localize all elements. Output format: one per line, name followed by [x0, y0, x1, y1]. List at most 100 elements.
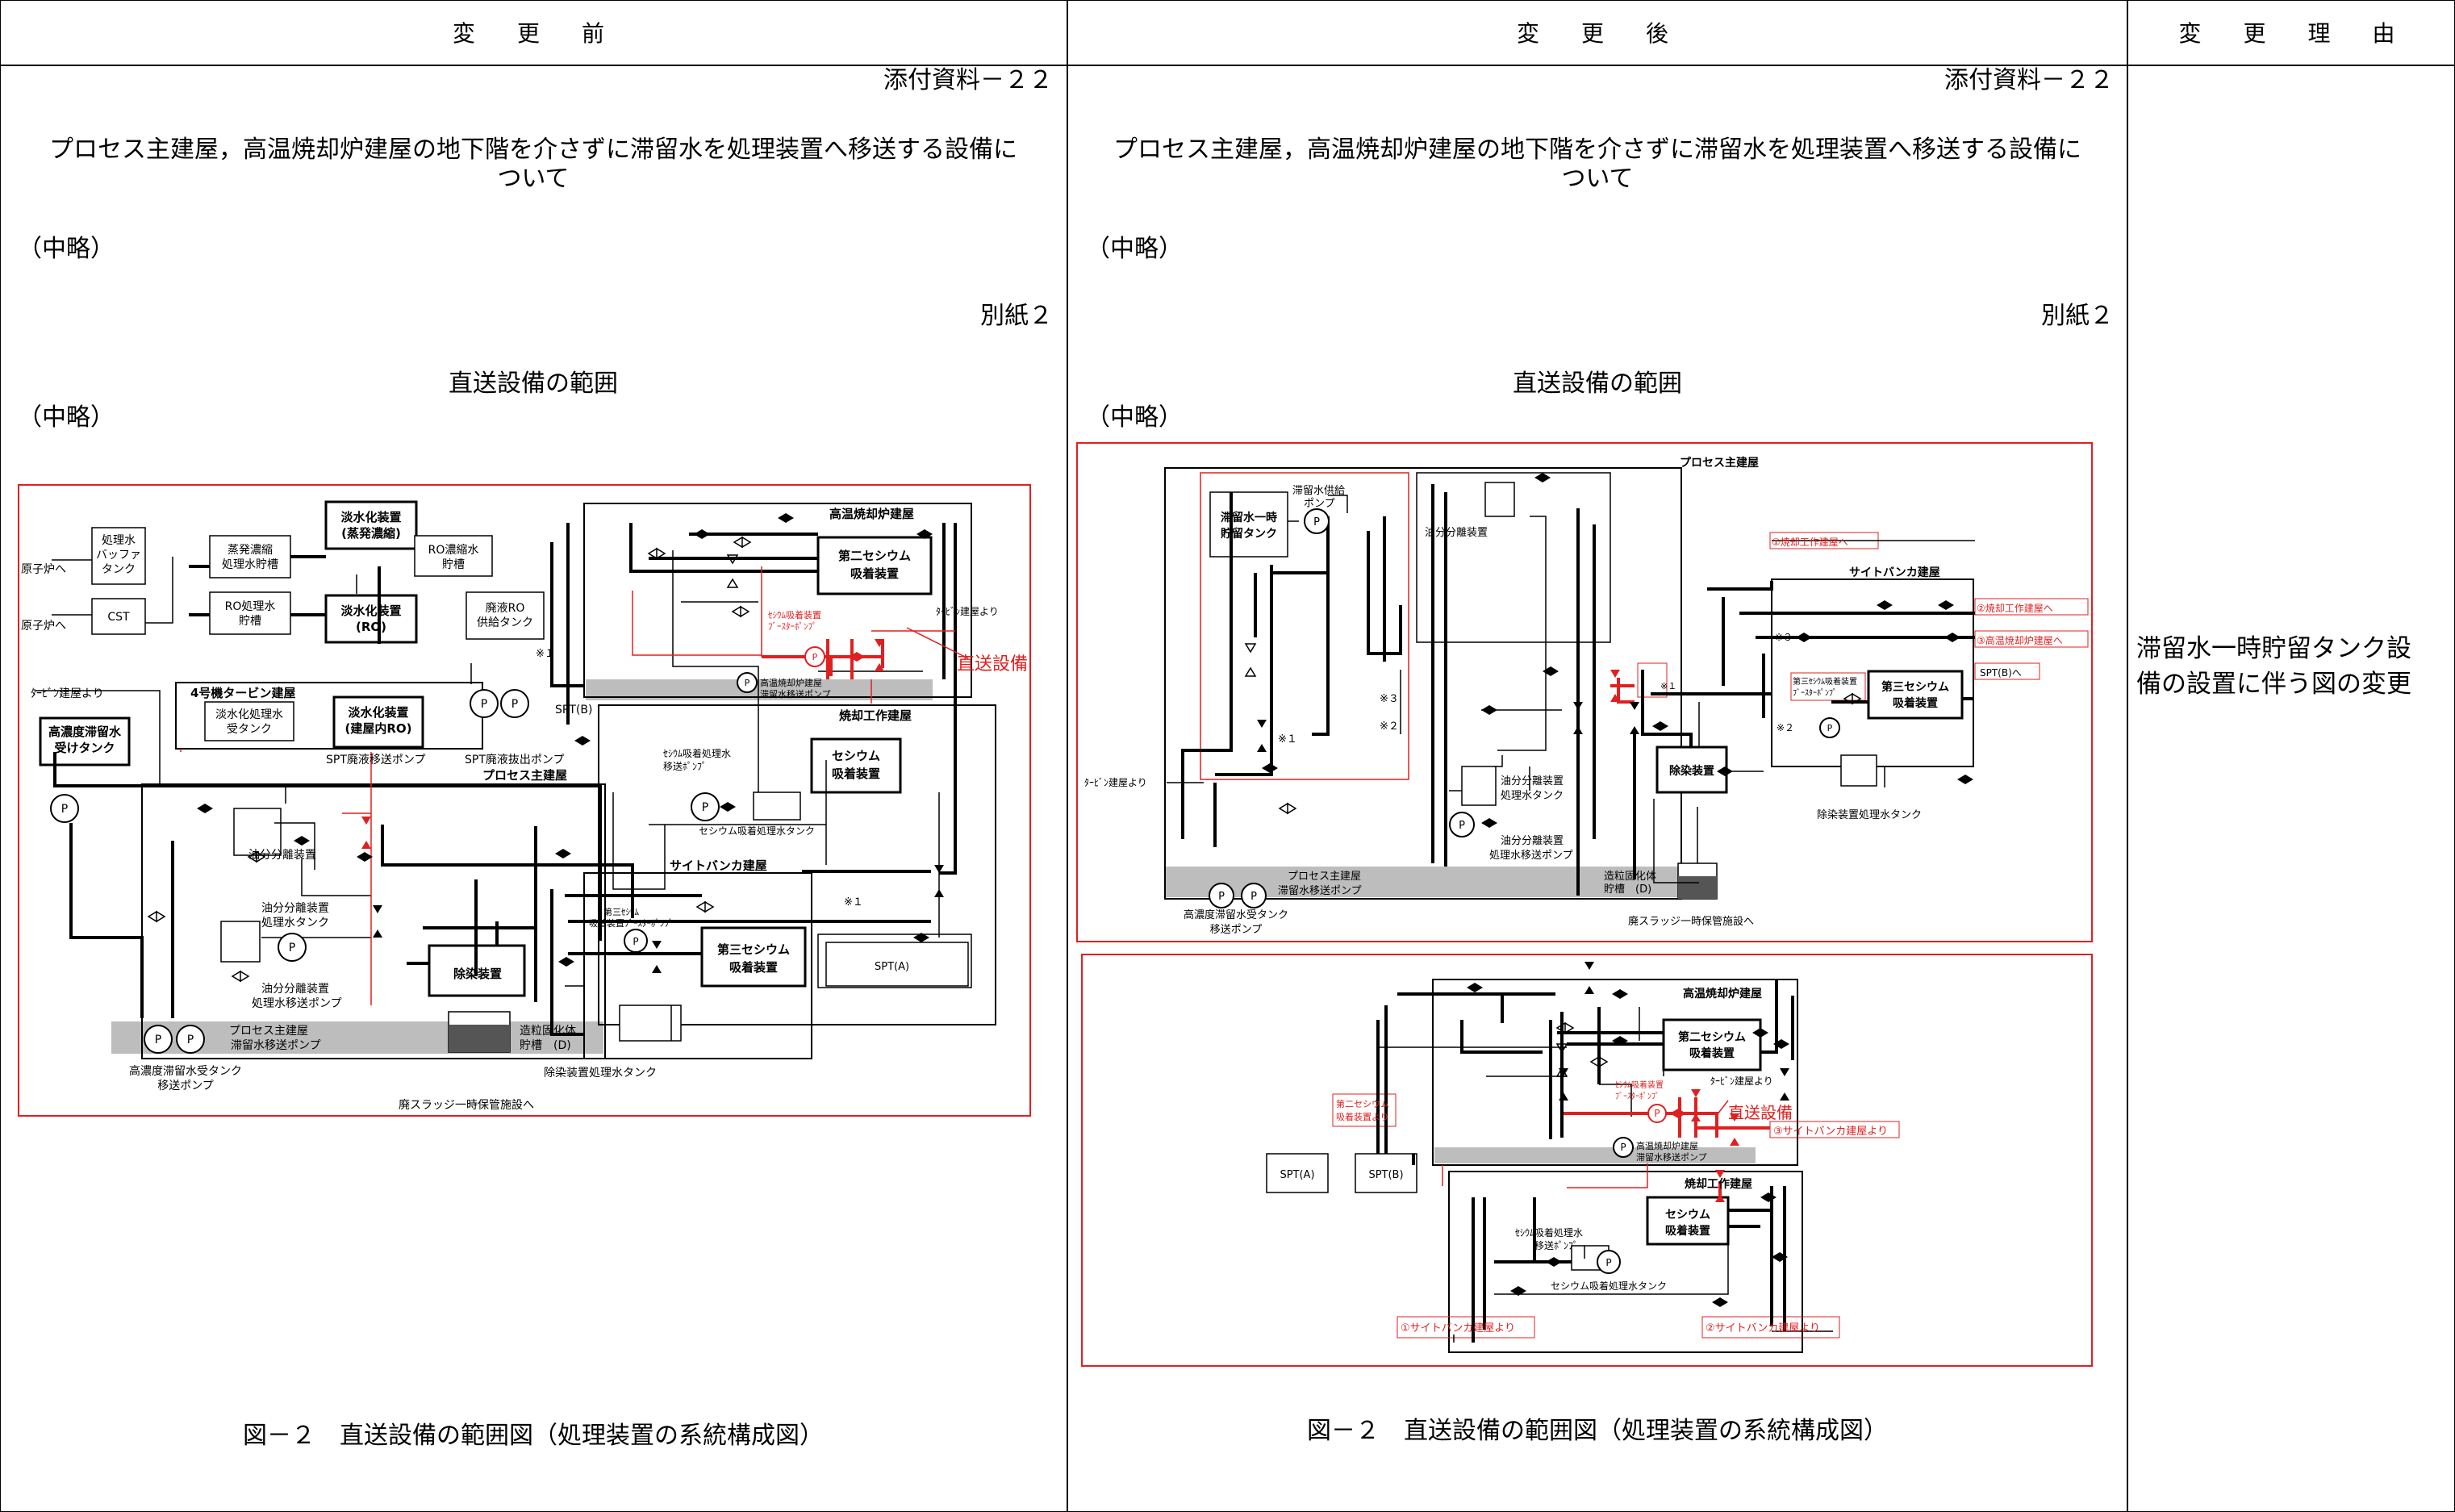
svg-text:P: P — [633, 936, 638, 947]
attachment-label-before: 添付資料－２２ — [883, 66, 1053, 94]
svg-text:除染装置: 除染装置 — [1669, 764, 1714, 778]
svg-text:移送ﾎﾟﾝﾌﾟ: 移送ﾎﾟﾝﾌﾟ — [1534, 1239, 1578, 1251]
header-after: 変 更 後 — [1516, 20, 1678, 47]
svg-text:吸着装置: 吸着装置 — [1665, 1224, 1710, 1238]
figure-caption-after: 図－２ 直送設備の範囲図（処理装置の系統構成図） — [1307, 1417, 1888, 1445]
svg-text:油分分離装置: 油分分離装置 — [261, 901, 329, 915]
column-divider-1 — [1067, 0, 1068, 1512]
svg-text:セシウム吸着処理水タンク: セシウム吸着処理水タンク — [699, 825, 815, 837]
svg-text:P: P — [61, 803, 68, 816]
svg-text:※１: ※１ — [1278, 733, 1297, 746]
svg-text:廃液RO: 廃液RO — [486, 601, 525, 615]
svg-text:滞留水移送ポンプ: 滞留水移送ポンプ — [231, 1039, 321, 1052]
system-diagram-after-bottom: 高温焼却炉建屋 第二セシウム 吸着装置 ﾀｰﾋﾞﾝ建屋より ｾｼｳﾑ吸着装置 ﾌ… — [1083, 955, 2090, 1364]
svg-text:①サイトバンカ建屋より: ①サイトバンカ建屋より — [1401, 1322, 1515, 1334]
svg-text:蒸発濃縮: 蒸発濃縮 — [228, 544, 273, 557]
doc-title-before-line2: ついて — [497, 165, 570, 193]
svg-text:ｾｼｳﾑ吸着装置: ｾｼｳﾑ吸着装置 — [1615, 1080, 1664, 1090]
svg-text:P: P — [1313, 516, 1320, 528]
change-reason-line2: 備の設置に伴う図の変更 — [2136, 670, 2411, 699]
svg-text:SPT(B)へ: SPT(B)へ — [1980, 667, 2022, 679]
svg-text:処理水貯槽: 処理水貯槽 — [222, 558, 278, 571]
svg-text:P: P — [745, 678, 750, 688]
svg-text:サイトバンカ建屋: サイトバンカ建屋 — [670, 858, 767, 873]
svg-text:セシウム: セシウム — [1665, 1209, 1710, 1222]
svg-text:(建屋内RO): (建屋内RO) — [344, 721, 411, 736]
svg-text:P: P — [1605, 1257, 1611, 1268]
svg-text:※２: ※２ — [1777, 722, 1794, 733]
svg-text:高温焼却炉建屋: 高温焼却炉建屋 — [760, 677, 822, 688]
system-diagram-before: 原子炉へ 原子炉へ 処理水 バッファ タンク CST 蒸発濃縮 処理水貯槽 RO… — [19, 486, 1028, 1113]
svg-text:処理水タンク: 処理水タンク — [261, 917, 329, 929]
svg-text:P: P — [1654, 1108, 1660, 1119]
svg-text:ﾌﾞｰｽﾀｰﾎﾟﾝﾌﾟ: ﾌﾞｰｽﾀｰﾎﾟﾝﾌﾟ — [1615, 1092, 1660, 1101]
svg-text:淡水化装置: 淡水化装置 — [348, 705, 408, 720]
svg-text:ﾌﾞｰｽﾀｰﾎﾟﾝﾌﾟ: ﾌﾞｰｽﾀｰﾎﾟﾝﾌﾟ — [768, 621, 817, 632]
svg-text:バッファ: バッファ — [96, 549, 141, 562]
diagram-frame-after-top — [1076, 442, 2093, 942]
svg-text:※１: ※１ — [536, 648, 555, 660]
svg-text:プロセス主建屋: プロセス主建屋 — [1288, 871, 1361, 883]
change-reason-line1: 滞留水一時貯留タンク設 — [2136, 634, 2411, 663]
svg-text:※３: ※３ — [1775, 632, 1793, 643]
svg-text:③高温焼却炉建屋へ: ③高温焼却炉建屋へ — [1977, 634, 2063, 646]
svg-text:セシウム: セシウム — [832, 749, 880, 763]
svg-text:廃スラッジ一時保管施設へ: 廃スラッジ一時保管施設へ — [399, 1098, 534, 1112]
svg-text:P: P — [1218, 891, 1225, 903]
svg-text:吸着装置: 吸着装置 — [1893, 696, 1938, 710]
svg-text:高濃度滞留水受タンク: 高濃度滞留水受タンク — [1184, 908, 1288, 921]
omission-before-2: （中略） — [18, 403, 115, 432]
system-diagram-after-top: プロセス主建屋 滞留水一時 貯留タンク 滞留水供給 ポンプ 油分分離装置 ※３ … — [1078, 444, 2090, 939]
svg-text:第三セシウム: 第三セシウム — [1881, 680, 1949, 694]
svg-text:②焼却工作建屋へ: ②焼却工作建屋へ — [1977, 603, 2053, 614]
svg-text:焼却工作建屋: 焼却工作建屋 — [839, 708, 912, 723]
svg-text:除染装置: 除染装置 — [453, 967, 502, 981]
svg-text:原子炉へ: 原子炉へ — [21, 563, 66, 576]
svg-text:ﾀｰﾋﾞﾝ建屋より: ﾀｰﾋﾞﾝ建屋より — [31, 687, 104, 700]
svg-text:滞留水移送ポンプ: 滞留水移送ポンプ — [1636, 1151, 1707, 1163]
svg-text:原子炉へ: 原子炉へ — [21, 620, 66, 633]
svg-text:吸着装置より: 吸着装置より — [1336, 1111, 1389, 1122]
svg-text:貯留タンク: 貯留タンク — [1221, 527, 1277, 541]
svg-text:P: P — [187, 1034, 194, 1046]
svg-text:淡水化装置: 淡水化装置 — [340, 604, 401, 618]
svg-text:4号機タービン建屋: 4号機タービン建屋 — [190, 686, 295, 700]
section-title-after: 直送設備の範囲 — [1513, 370, 1682, 398]
svg-text:SPT(B): SPT(B) — [555, 704, 592, 716]
svg-text:SPT廃液抜出ポンプ: SPT廃液抜出ポンプ — [465, 753, 564, 766]
header-divider — [0, 65, 2455, 66]
svg-text:高温焼却炉建屋: 高温焼却炉建屋 — [829, 507, 914, 521]
svg-text:高濃度滞留水受タンク: 高濃度滞留水受タンク — [129, 1064, 242, 1078]
svg-text:(RO): (RO) — [356, 620, 386, 634]
svg-text:P: P — [289, 942, 295, 954]
svg-text:ﾌﾞｰｽﾀｰﾎﾟﾝﾌﾟ: ﾌﾞｰｽﾀｰﾎﾟﾝﾌﾟ — [1793, 688, 1837, 698]
diagram-frame-before — [18, 484, 1031, 1117]
svg-text:CST: CST — [107, 611, 130, 624]
svg-text:P: P — [812, 652, 818, 662]
svg-text:サイトバンカ建屋: サイトバンカ建屋 — [1849, 566, 1940, 579]
omission-after-1: （中略） — [1086, 235, 1183, 263]
svg-text:廃スラッジ一時保管施設へ: 廃スラッジ一時保管施設へ — [1628, 915, 1754, 928]
svg-text:第二セシウム: 第二セシウム — [838, 549, 911, 563]
svg-text:P: P — [511, 698, 518, 711]
svg-text:P: P — [1250, 891, 1257, 903]
svg-text:ﾀｰﾋﾞﾝ建屋より: ﾀｰﾋﾞﾝ建屋より — [1084, 777, 1147, 788]
svg-text:油分分離装置: 油分分離装置 — [248, 848, 316, 862]
svg-text:淡水化装置: 淡水化装置 — [340, 510, 401, 524]
annex-label-before: 別紙２ — [980, 302, 1053, 330]
svg-text:受タンク: 受タンク — [227, 723, 272, 736]
svg-text:SPT(B): SPT(B) — [1368, 1169, 1403, 1181]
doc-title-before-line1: プロセス主建屋，高温焼却炉建屋の地下階を介さずに滞留水を処理装置へ移送する設備に — [49, 136, 1017, 164]
svg-text:処理水: 処理水 — [102, 534, 136, 547]
svg-text:SPT(A): SPT(A) — [875, 961, 909, 973]
svg-text:P: P — [1620, 1142, 1626, 1153]
annex-label-after: 別紙２ — [2041, 302, 2114, 330]
svg-text:移送ﾎﾟﾝﾌﾟ: 移送ﾎﾟﾝﾌﾟ — [663, 760, 707, 772]
svg-text:油分分離装置: 油分分離装置 — [261, 982, 329, 996]
svg-text:プロセス主建屋: プロセス主建屋 — [482, 768, 567, 783]
svg-text:高濃度滞留水: 高濃度滞留水 — [48, 725, 122, 739]
svg-text:滞留水移送ポンプ: 滞留水移送ポンプ — [760, 688, 831, 700]
svg-text:ﾀｰﾋﾞﾝ建屋より: ﾀｰﾋﾞﾝ建屋より — [1710, 1076, 1773, 1087]
svg-text:ｾｼｳﾑ吸着装置: ｾｼｳﾑ吸着装置 — [768, 609, 821, 620]
svg-text:淡水化処理水: 淡水化処理水 — [215, 708, 283, 721]
